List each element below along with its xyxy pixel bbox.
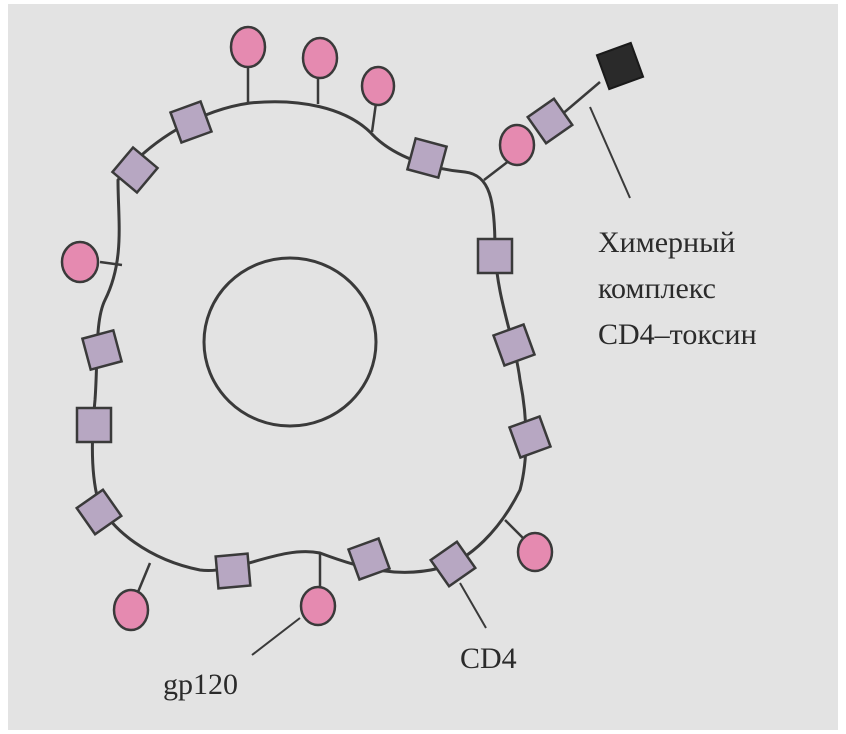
gp120-stem bbox=[138, 563, 150, 592]
cd4-receptor bbox=[170, 101, 211, 142]
gp120-circle bbox=[362, 67, 394, 105]
cell-membrane bbox=[92, 102, 526, 573]
chimeric-label-line2: комплекс bbox=[598, 272, 716, 305]
cd4-receptor bbox=[77, 408, 111, 442]
gp120-circle bbox=[231, 27, 265, 67]
gp120-stem bbox=[100, 262, 122, 265]
cd4-receptor bbox=[348, 538, 389, 579]
cell-diagram: Химерный комплекс CD4–токсин gp120 CD4 bbox=[8, 4, 838, 730]
nucleus bbox=[204, 258, 376, 426]
cd4-leader-line bbox=[460, 583, 486, 628]
gp120-leader-line bbox=[252, 618, 300, 655]
gp120-label: gp120 bbox=[163, 668, 238, 701]
gp120-proteins bbox=[62, 27, 552, 630]
diagram-canvas: Химерный комплекс CD4–токсин gp120 CD4 bbox=[8, 4, 838, 730]
gp120-circle bbox=[518, 533, 552, 571]
cd4-receptor bbox=[478, 239, 512, 273]
gp120-circle bbox=[301, 587, 335, 625]
gp120-stem bbox=[505, 520, 525, 540]
cd4-receptor bbox=[431, 542, 476, 587]
toxin-linker bbox=[560, 82, 600, 116]
cd4-receptor bbox=[82, 330, 121, 369]
chimeric-label-line1: Химерный bbox=[598, 226, 735, 259]
cd4-receptors bbox=[77, 99, 573, 589]
gp120-circle bbox=[303, 38, 337, 78]
chimeric-cd4 bbox=[528, 99, 573, 144]
gp120-stem bbox=[372, 103, 376, 132]
gp120-circle bbox=[114, 590, 148, 630]
toxin bbox=[597, 43, 643, 89]
cd4-receptor bbox=[216, 554, 251, 589]
cd4-receptor bbox=[407, 138, 446, 177]
gp120-circle bbox=[62, 242, 98, 282]
chimeric-label-line3: CD4–токсин bbox=[598, 318, 757, 351]
cd4-receptor bbox=[77, 490, 122, 535]
gp120-circle bbox=[500, 125, 534, 165]
cd4-receptor bbox=[509, 416, 550, 457]
cd4-receptor bbox=[493, 324, 534, 365]
gp120-stem bbox=[484, 160, 510, 180]
cd4-label: CD4 bbox=[460, 642, 517, 675]
chimeric-leader-line bbox=[590, 107, 630, 198]
